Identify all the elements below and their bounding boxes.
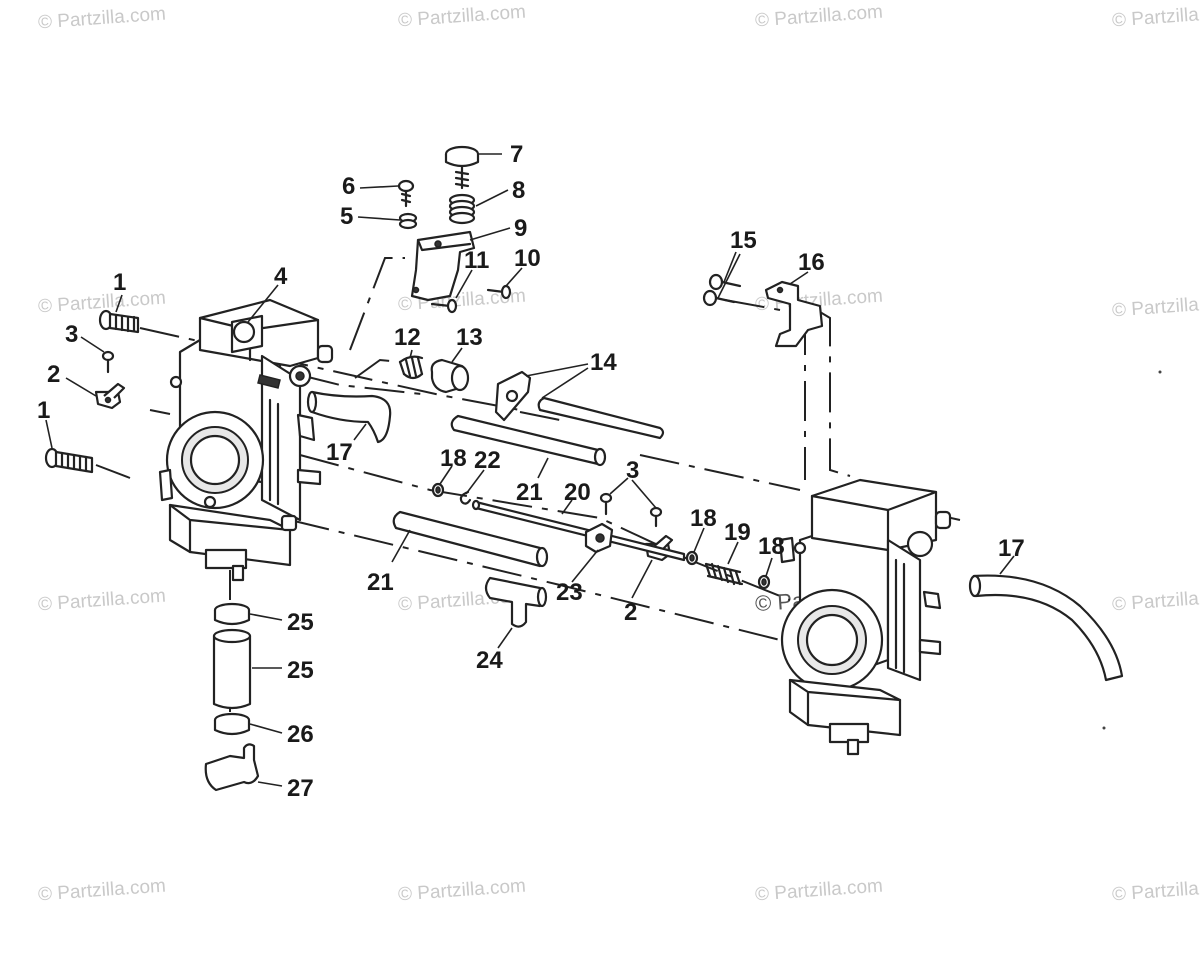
spring-part-8 bbox=[448, 193, 476, 225]
callout-21-lower: 21 bbox=[367, 569, 394, 596]
callout-2-right: 2 bbox=[624, 599, 637, 626]
bracket-part-2-left bbox=[94, 382, 126, 410]
screw-part-3-mid bbox=[599, 492, 663, 528]
washer-part-18-right bbox=[757, 574, 771, 590]
callout-4: 4 bbox=[274, 263, 288, 290]
left-carburetor bbox=[158, 298, 334, 582]
callout-26: 25 bbox=[287, 657, 314, 684]
cam-part-14 bbox=[494, 370, 532, 422]
callout-7: 7 bbox=[510, 141, 523, 168]
screws-part-15 bbox=[702, 273, 742, 307]
callout-18-right: 18 bbox=[758, 533, 785, 560]
tee-fitting-part-24 bbox=[484, 576, 548, 628]
hose-part-26 bbox=[212, 628, 252, 710]
screw-part-1-upper bbox=[98, 309, 140, 334]
tube-part-21-upper bbox=[450, 414, 607, 467]
callout-2-left: 2 bbox=[47, 361, 60, 388]
callout-21-upper: 21 bbox=[516, 479, 543, 506]
lever-part-23 bbox=[584, 522, 614, 554]
callout-9: 9 bbox=[514, 215, 527, 242]
callout-3-left: 3 bbox=[65, 321, 78, 348]
hose-part-17-right bbox=[968, 574, 1124, 682]
callout-8: 8 bbox=[512, 177, 525, 204]
callout-14: 14 bbox=[590, 349, 617, 376]
tee-fitting-part-27 bbox=[204, 743, 260, 792]
callout-27: 27 bbox=[287, 775, 314, 802]
tube-part-21-lower bbox=[392, 510, 549, 568]
screw-part-10 bbox=[486, 284, 512, 300]
adjuster-screw-part-7 bbox=[444, 145, 480, 190]
callout-25-lower: 26 bbox=[287, 721, 314, 748]
callout-19: 19 bbox=[724, 519, 751, 546]
speck bbox=[1158, 370, 1162, 374]
callout-15: 15 bbox=[730, 227, 757, 254]
clip-part-22 bbox=[459, 490, 472, 505]
spring-part-12 bbox=[398, 355, 424, 380]
screw-part-11 bbox=[430, 298, 458, 314]
spring-part-5 bbox=[398, 212, 418, 230]
screw-part-1-lower bbox=[44, 447, 94, 474]
callout-6: 6 bbox=[342, 173, 355, 200]
callout-13: 13 bbox=[456, 324, 483, 351]
sleeve-part-13 bbox=[430, 358, 470, 394]
callout-1-upper: 1 bbox=[113, 269, 126, 296]
callout-18-mid: 18 bbox=[690, 505, 717, 532]
callout-23: 23 bbox=[556, 579, 583, 606]
clamp-part-25-upper bbox=[213, 602, 251, 626]
shaft-part-20 bbox=[471, 499, 686, 562]
callout-17-left: 17 bbox=[326, 439, 353, 466]
spring-part-19 bbox=[704, 562, 744, 586]
callout-labels: 1 1 2 2 3 3 4 5 6 7 8 9 10 11 12 13 14 1… bbox=[37, 141, 1025, 802]
rod-part-14 bbox=[537, 396, 665, 440]
callout-11: 11 bbox=[464, 247, 489, 274]
callout-3-right: 3 bbox=[626, 457, 639, 484]
right-carburetor bbox=[778, 478, 952, 756]
callout-18-left: 18 bbox=[440, 445, 467, 472]
callout-5: 5 bbox=[340, 203, 353, 230]
callout-25-upper: 25 bbox=[287, 609, 314, 636]
speck bbox=[1102, 726, 1106, 730]
callout-10: 10 bbox=[514, 245, 541, 272]
callout-24: 24 bbox=[476, 647, 503, 674]
callout-17-right: 17 bbox=[998, 535, 1025, 562]
callout-12: 12 bbox=[394, 324, 421, 351]
callout-22: 22 bbox=[474, 447, 501, 474]
washer-part-18-left bbox=[431, 482, 445, 498]
washer-part-18-mid bbox=[685, 550, 699, 566]
callout-20: 20 bbox=[564, 479, 591, 506]
screw-part-6 bbox=[397, 179, 415, 208]
callout-1-lower: 1 bbox=[37, 397, 50, 424]
hose-part-17-left bbox=[306, 390, 392, 444]
bracket-part-16 bbox=[764, 280, 824, 348]
callout-16: 16 bbox=[798, 249, 825, 276]
screw-part-3-left bbox=[101, 350, 115, 374]
leader-lines bbox=[45, 153, 1015, 787]
clamp-part-25-lower bbox=[213, 712, 251, 736]
